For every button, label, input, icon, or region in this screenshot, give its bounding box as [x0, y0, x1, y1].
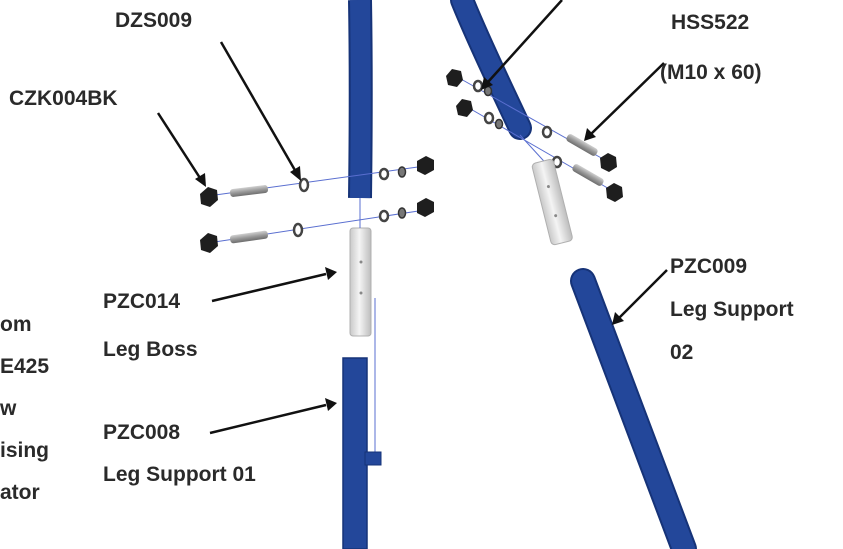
label-pzc008-name: Leg Support 01 — [103, 463, 256, 486]
leader-dzs009 — [219, 41, 298, 173]
right-leg-boss — [531, 159, 573, 246]
arrowhead-hss522 — [584, 128, 596, 141]
label-pzc009: PZC009 — [670, 255, 748, 278]
leader-hss522 — [590, 62, 665, 135]
arrowhead-pzc014 — [325, 267, 337, 280]
left-upper-bolt-assembly — [200, 156, 434, 207]
label-pzc008: PZC008 — [103, 421, 181, 444]
leader-top-right — [487, 0, 563, 83]
leader-pzc014 — [211, 272, 327, 303]
leader-pzc009 — [618, 269, 668, 319]
right-bolt-assembly — [446, 69, 623, 202]
label-pzc014-name: Leg Boss — [103, 338, 198, 361]
label-czk004bk: CZK004BK — [9, 87, 118, 110]
arrowhead-pzc009 — [612, 312, 624, 325]
leg-boss-pzc014 — [349, 198, 376, 458]
leader-pzc008 — [209, 403, 327, 435]
leader-arrows — [156, 0, 668, 435]
label-pzc009-name-2: 02 — [670, 341, 694, 364]
label-hss522: HSS522 — [671, 11, 750, 34]
label-cut-2: E425 — [0, 355, 50, 378]
label-pzc014: PZC014 — [103, 290, 181, 313]
arrowhead-top-right — [481, 77, 493, 90]
label-pzc009-name-1: Leg Support — [670, 298, 794, 321]
leg-support-01-tube — [342, 357, 382, 549]
leg-support-02-tube — [570, 268, 697, 549]
left-lower-bolt-assembly — [200, 198, 434, 253]
arrowhead-dzs009 — [290, 166, 301, 181]
label-dzs009: DZS009 — [115, 9, 193, 32]
leader-czk004bk — [156, 112, 202, 179]
label-cut-1: om — [0, 313, 32, 336]
arrowhead-czk004bk — [195, 173, 206, 187]
label-hss522-size: (M10 x 60) — [660, 61, 762, 84]
arrowhead-pzc008 — [325, 398, 337, 411]
label-cut-5: ator — [0, 481, 40, 504]
label-cut-3: w — [0, 397, 17, 420]
label-cut-4: ising — [0, 439, 50, 462]
